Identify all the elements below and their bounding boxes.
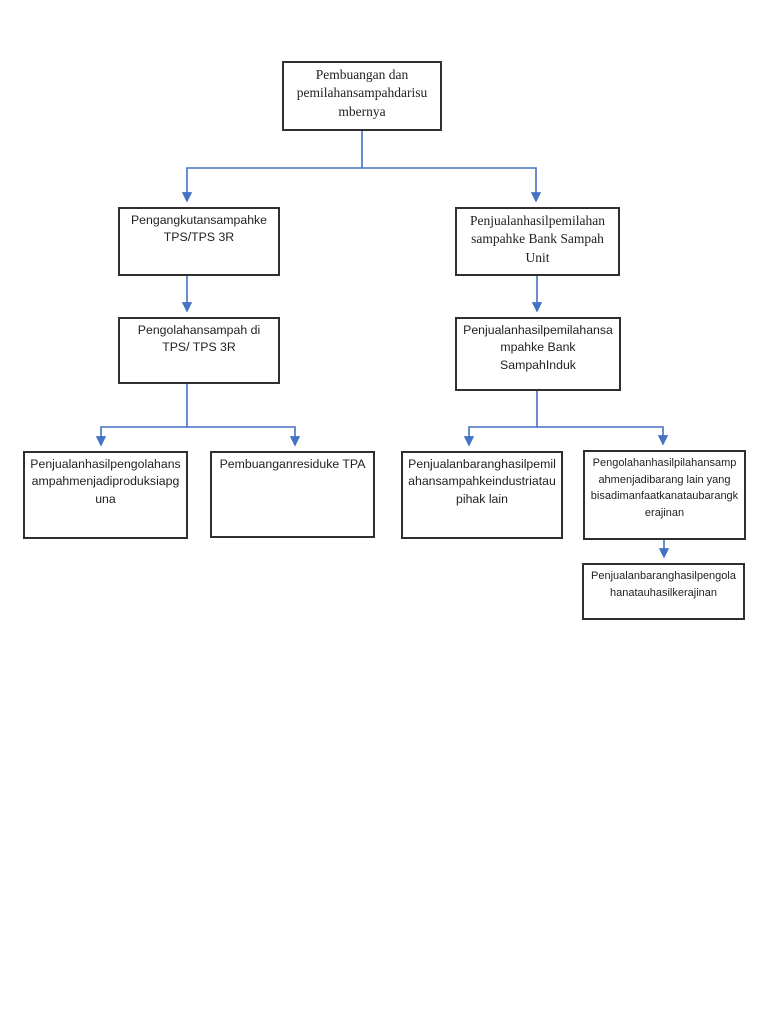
node-label: Penjualanbaranghasilpengola hanatauhasil… <box>591 570 736 599</box>
edge-penjualan-induk-pengolahan-kerajinan <box>537 426 669 446</box>
node-penjualan-bank-sampah-induk: Penjualanhasilpemilahansa mpahke Bank Sa… <box>455 317 621 391</box>
node-penjualan-bank-sampah-unit: Penjualanhasilpemilahan sampahke Bank Sa… <box>455 207 620 276</box>
node-penjualan-barang-industri: Penjualanbaranghasilpemil ahansampahkein… <box>401 451 563 539</box>
node-label: Penjualanbaranghasilpemil ahansampahkein… <box>408 457 556 506</box>
node-pengangkutan-sampah: Pengangkutansampahke TPS/TPS 3R <box>118 207 280 276</box>
edge-penjualan-induk-penjualan-industri <box>463 391 538 447</box>
edge-root-pengangkutan <box>181 131 363 203</box>
node-label: Pengangkutansampahke TPS/TPS 3R <box>130 213 268 245</box>
node-label: Penjualanhasilpemilahansa mpahke Bank Sa… <box>463 323 613 372</box>
edge-pengolahan-tps-produk-siap-guna <box>95 384 188 447</box>
node-pengolahan-barang-kerajinan: Pengolahanhasilpilahansamp ahmenjadibara… <box>583 450 746 540</box>
edge-pengolahan-tps-residu-tpa <box>187 426 301 447</box>
node-penjualan-hasil-kerajinan: Penjualanbaranghasilpengola hanatauhasil… <box>582 563 745 620</box>
edge-root-penjualan-unit <box>362 167 542 203</box>
node-label: Pengolahanhasilpilahansamp ahmenjadibara… <box>590 457 739 519</box>
node-pembuangan-pemilahan: Pembuangan dan pemilahansampahdarisu mbe… <box>282 61 442 131</box>
node-label: Penjualanhasilpemilahan sampahke Bank Sa… <box>470 213 605 265</box>
node-label: Penjualanhasilpengolahans ampahmenjadipr… <box>30 457 181 506</box>
node-label: Pembuanganresiduke TPA <box>219 457 366 471</box>
node-label: Pengolahansampah di TPS/ TPS 3R <box>137 323 261 355</box>
node-pembuangan-residu-tpa: Pembuanganresiduke TPA <box>210 451 375 538</box>
node-penjualan-produk-siap-guna: Penjualanhasilpengolahans ampahmenjadipr… <box>23 451 188 539</box>
node-label: Pembuangan dan pemilahansampahdarisu mbe… <box>296 67 428 119</box>
node-pengolahan-sampah-tps: Pengolahansampah di TPS/ TPS 3R <box>118 317 280 384</box>
